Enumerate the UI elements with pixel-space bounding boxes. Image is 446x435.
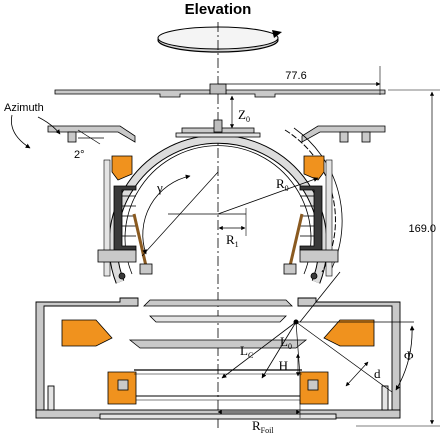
l0-label: L0 (280, 334, 292, 351)
orange-magnets-lower (61, 319, 375, 405)
lc-label: LC (240, 343, 253, 360)
diagram-title: Elevation (185, 1, 252, 18)
gamma-label: γ (156, 180, 163, 195)
azimuth-flanges (47, 125, 386, 143)
neck-flange-left (97, 249, 137, 263)
phi-label: Φ (404, 348, 414, 363)
foil-plates (128, 339, 308, 401)
width-dimension: 77.6 (218, 66, 381, 95)
orange-magnets-upper (111, 155, 325, 181)
side-rails (103, 159, 333, 277)
z0-dimension: Z0 (229, 95, 250, 129)
two-degree-annotation: 2° (74, 129, 104, 161)
neck-flange-right (299, 249, 339, 263)
width-dimension-label: 77.6 (285, 70, 306, 82)
z0-label: Z0 (238, 107, 250, 124)
top-inner-flange (175, 119, 261, 138)
h-label: H (279, 358, 288, 373)
r1-label: R1 (226, 232, 239, 249)
azimuth-annotation: Azimuth (4, 102, 61, 149)
rfoil-annotation: RFoil (217, 400, 301, 435)
elevation-rotation-ellipse (157, 26, 282, 53)
phi-d-annotation: Φ d (295, 321, 415, 393)
rfoil-label: RFoil (252, 418, 274, 435)
height-dimension-label: 169.0 (408, 223, 436, 235)
r0-annotation: R0 (217, 176, 319, 215)
neck-diagonal (299, 271, 341, 323)
angle-2deg-label: 2° (74, 149, 85, 161)
d-label: d (374, 366, 381, 381)
h-annotation: H (279, 353, 301, 377)
r0-label: R0 (276, 176, 289, 193)
r1-annotation: R1 (168, 208, 247, 249)
neck-plate (143, 299, 293, 323)
height-dimension: 169.0 (356, 89, 440, 427)
orange-struts (118, 213, 318, 280)
azimuth-label: Azimuth (4, 102, 44, 114)
top-beam (54, 83, 386, 98)
lc-l0-annotation: LC L0 (221, 319, 301, 379)
